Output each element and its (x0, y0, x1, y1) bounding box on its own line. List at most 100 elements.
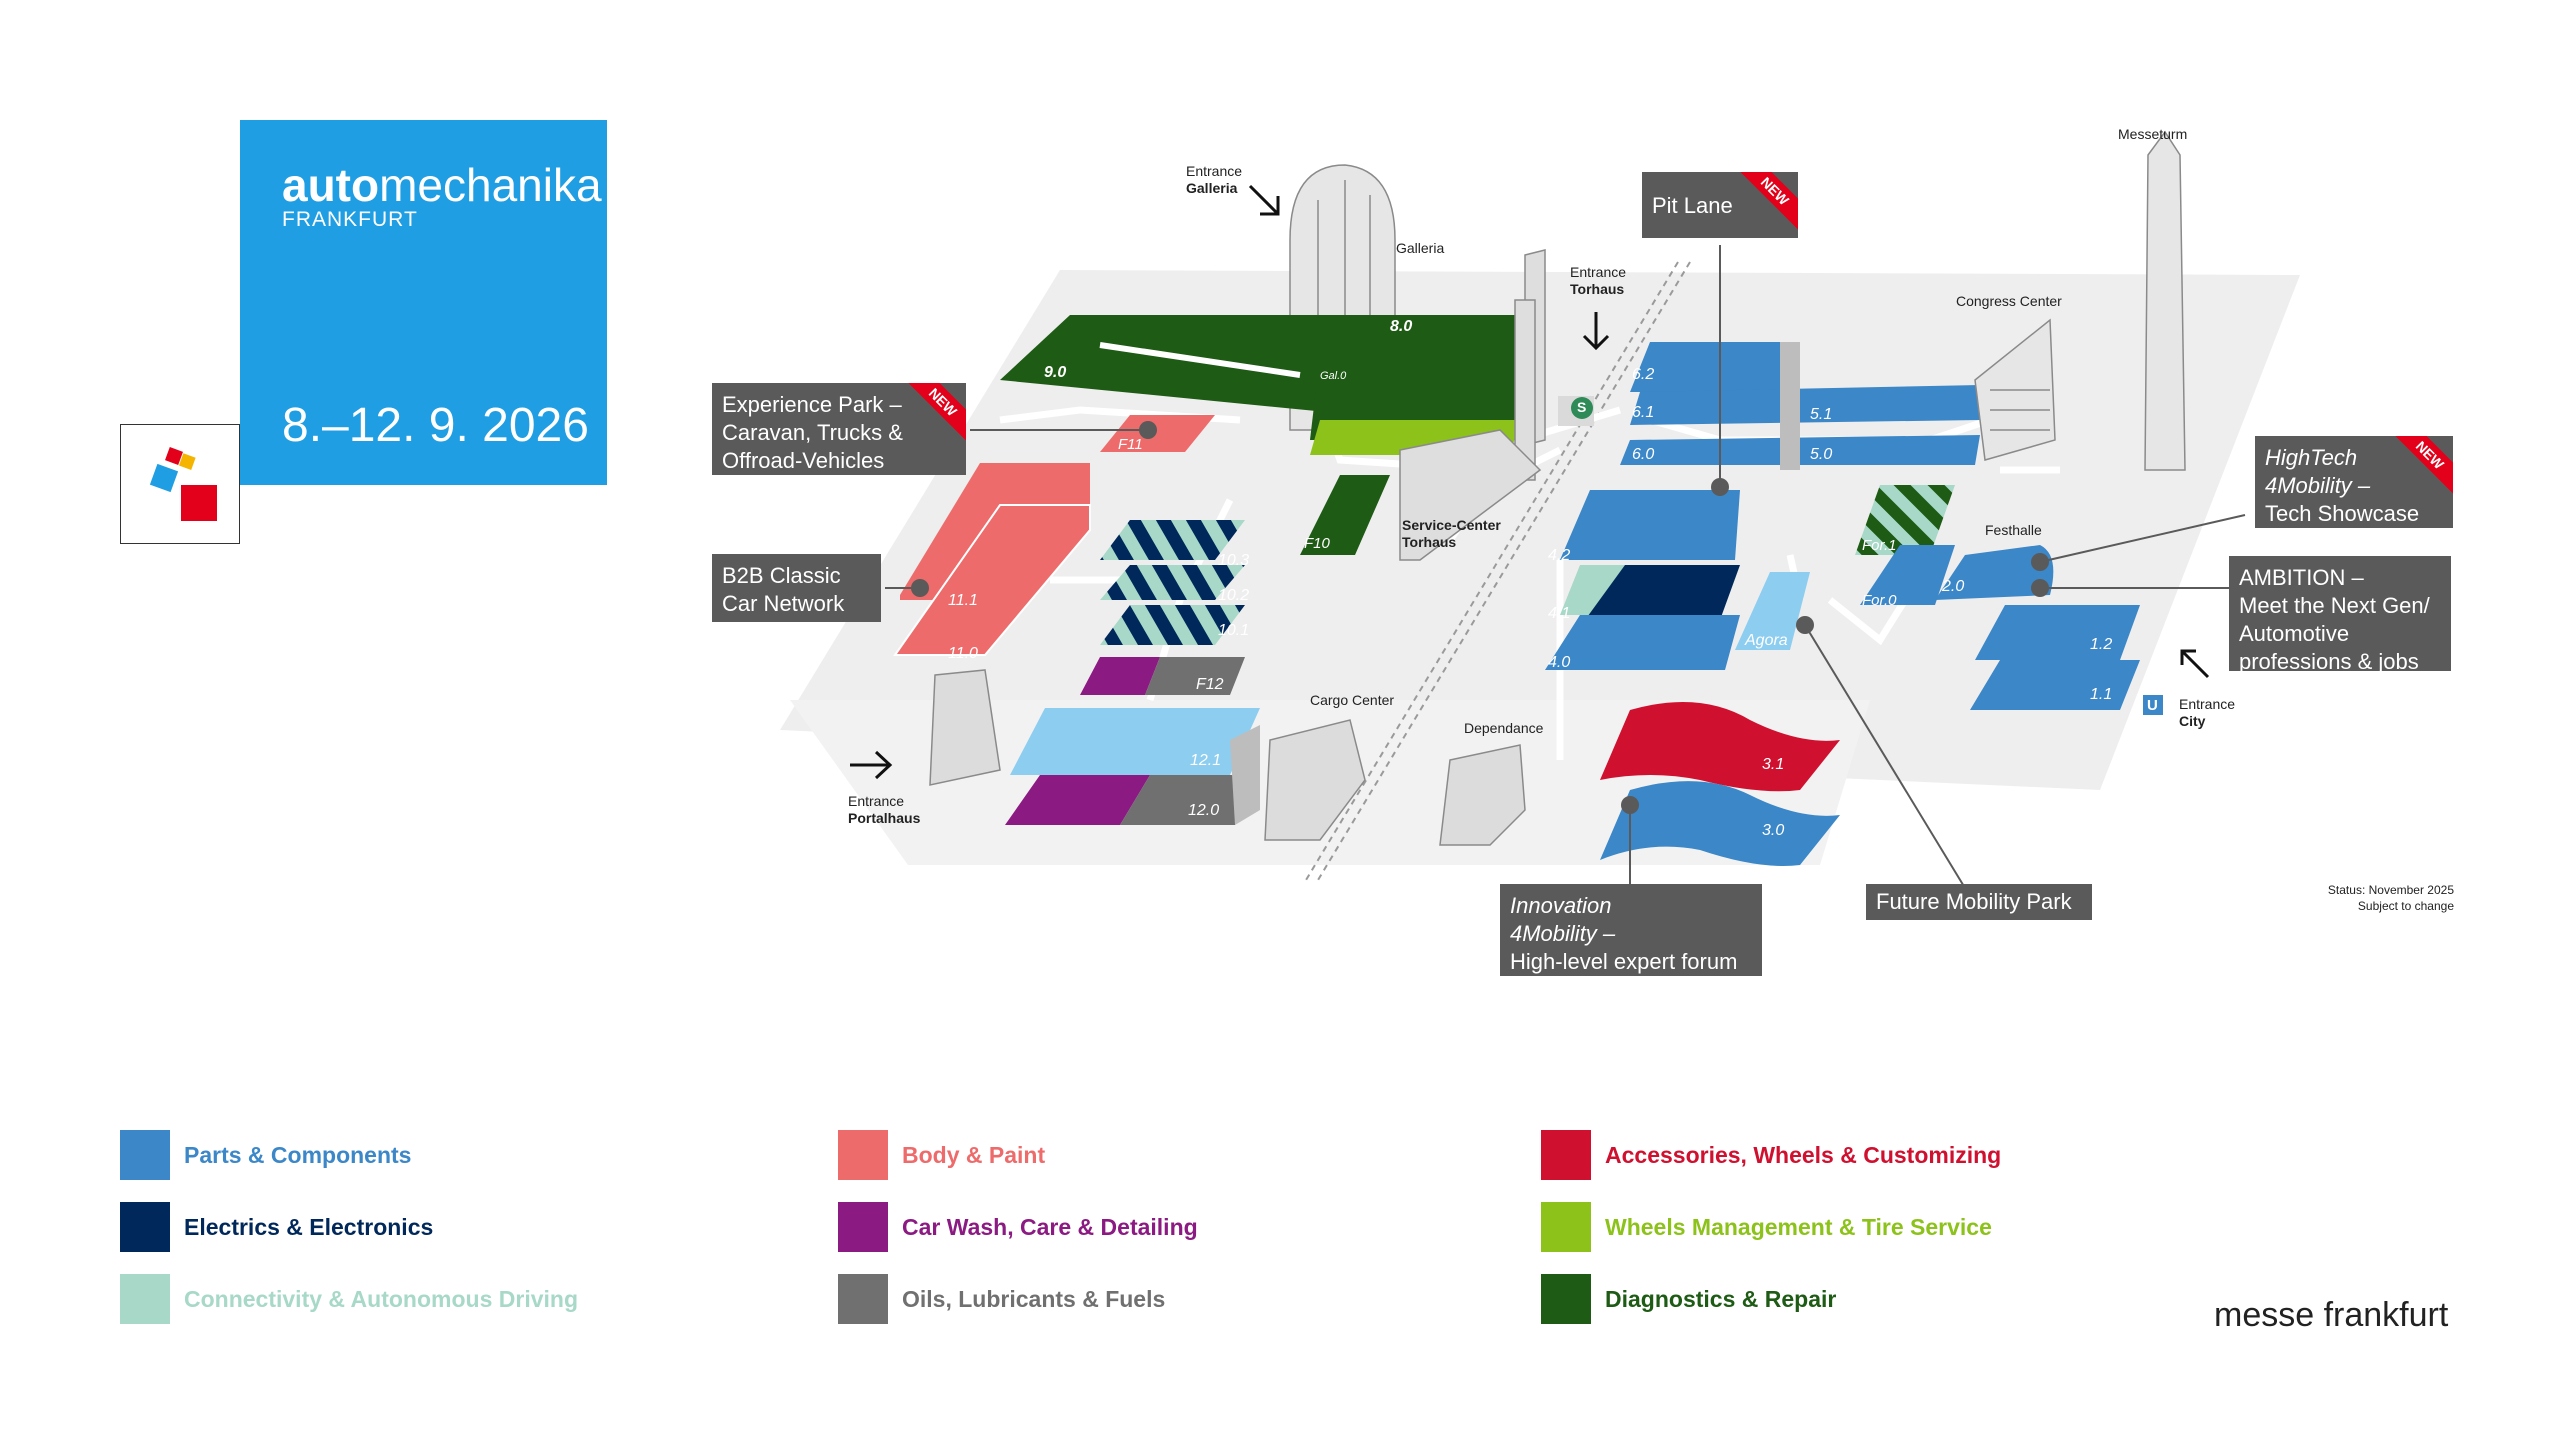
hall-3-0 (1600, 781, 1840, 866)
legend-label: Car Wash, Care & Detailing (902, 1214, 1198, 1240)
dependance-building (1439, 744, 1526, 846)
hall-label-11-1: 11.1 (948, 592, 978, 609)
hall-6-2 (1630, 342, 1800, 392)
brand-city: FRANKFURT (282, 208, 418, 231)
hall-10-3 (1100, 520, 1245, 560)
hall-label-6-1: 6.1 (1632, 404, 1655, 421)
hall-10-2 (1100, 565, 1245, 600)
hall-f10 (1300, 475, 1390, 555)
legend-label: Parts & Components (184, 1142, 412, 1168)
brand-logo-box: automechanika FRANKFURT 8.–12. 9. 2026 (240, 120, 607, 485)
hall-10-1 (1100, 605, 1245, 645)
hall-label-gal-0: Gal.0 (1320, 370, 1347, 382)
agora (1735, 572, 1810, 650)
legend-label: Diagnostics & Repair (1605, 1286, 1837, 1312)
entrance-arrows (850, 184, 2210, 780)
hall-label-f10: F10 (1304, 535, 1330, 552)
legend-swatch (838, 1202, 888, 1252)
hall-f11 (1100, 415, 1215, 452)
hall-label-3-0: 3.0 (1762, 822, 1785, 839)
label-messeturm: Messeturm (2118, 126, 2188, 142)
event-dates: 8.–12. 9. 2026 (282, 399, 589, 452)
callout-future-mobility: Future Mobility Park (1866, 884, 2092, 920)
logo-mark-icon (149, 447, 217, 521)
legend-swatch (1541, 1274, 1591, 1324)
cargo-center-building (1264, 719, 1366, 841)
label-dependance: Dependance (1464, 720, 1544, 736)
legend-swatch (1541, 1130, 1591, 1180)
hall-12-0-oils (1120, 775, 1260, 825)
hall-label-for-1: For.1 (1862, 537, 1897, 554)
sbahn-label: S (1577, 399, 1587, 415)
status-note: Status: November 2025 Subject to change (2327, 883, 2454, 913)
portalhaus-building (929, 669, 1001, 786)
hall-6-side (1780, 342, 1800, 470)
legend-label: Accessories, Wheels & Customizing (1605, 1142, 2002, 1168)
hall-label-11-0: 11.0 (948, 645, 978, 662)
hall-3-1 (1600, 702, 1840, 792)
hall-label-9-0: 9.0 (1044, 364, 1067, 381)
hall-label-4-2: 4.2 (1548, 547, 1571, 564)
new-badge: NEW (1735, 172, 1798, 231)
ubahn-label: U (2147, 697, 2158, 714)
hall-12-side (1230, 725, 1260, 825)
hall-label-f12: F12 (1196, 676, 1224, 693)
label-cargo-center: Cargo Center (1310, 692, 1395, 708)
hall-label-12-0: 12.0 (1188, 802, 1220, 819)
callout-pit-lane: Pit Lane NEW (1642, 172, 1798, 238)
brand-name: automechanika (282, 159, 602, 211)
hall-12-0-carwash (1005, 775, 1150, 825)
hall-1-1 (1970, 660, 2140, 710)
forum-0 (1860, 545, 1955, 605)
legend-label: Body & Paint (902, 1142, 1046, 1168)
ubahn-icon (2143, 695, 2163, 715)
legend-label: Connectivity & Autonomous Driving (184, 1286, 578, 1312)
hall-label-for-0: For.0 (1862, 592, 1897, 609)
callout-hightech: HighTech 4Mobility – Tech Showcase NEW (2255, 436, 2453, 528)
legend-label: Wheels Management & Tire Service (1605, 1214, 1992, 1240)
label-congress-center: Congress Center (1956, 293, 2062, 309)
arrow-galleria-icon (1248, 184, 1280, 216)
hall-4-1-connectivity (1560, 565, 1625, 615)
hall-label-3-1: 3.1 (1762, 756, 1785, 773)
hall-label-1-1: 1.1 (2090, 686, 2113, 703)
hall-label-4-0: 4.0 (1548, 654, 1571, 671)
hall-f12-carwash (1080, 657, 1160, 695)
callout-ambition: AMBITION – Meet the Next Gen/ Automotive… (2229, 556, 2451, 671)
hall-label-5-1: 5.1 (1810, 406, 1833, 423)
label-festhalle: Festhalle (1985, 522, 2042, 538)
legend-swatch (838, 1130, 888, 1180)
arrow-portalhaus-icon (850, 750, 893, 780)
legend-swatch (120, 1130, 170, 1180)
legend-swatch (1541, 1202, 1591, 1252)
hall-f12-oils (1145, 657, 1245, 695)
congress-center-building (1974, 318, 2056, 461)
legend-label: Oils, Lubricants & Fuels (902, 1286, 1166, 1312)
hall-label-2-0: 2.0 (1942, 578, 1965, 595)
legend-label: Electrics & Electronics (184, 1214, 434, 1240)
hall-label-4-1: 4.1 (1548, 605, 1571, 622)
hall-4-2 (1560, 490, 1740, 560)
hall-label-12-1: 12.1 (1190, 752, 1222, 769)
messe-frankfurt-wordmark: messe frankfurt (2214, 1296, 2449, 1334)
legend-swatch (120, 1274, 170, 1324)
legend-swatch (838, 1274, 888, 1324)
hall-label-6-2: 6.2 (1632, 366, 1655, 383)
hall-label-agora: Agora (1745, 632, 1788, 649)
hall-6-1-5-1 (1630, 385, 1980, 425)
hall-label-5-0: 5.0 (1810, 446, 1833, 463)
callout-b2b-classic: B2B Classic Car Network (712, 554, 881, 622)
callout-innovation: Innovation 4Mobility – High-level expert… (1500, 884, 1762, 976)
legend-swatch (120, 1202, 170, 1252)
hall-12-1 (1010, 708, 1260, 775)
messe-frankfurt-logo-mark (120, 424, 240, 544)
hall-label-10-3: 10.3 (1218, 552, 1250, 569)
hall-label-8-0: 8.0 (1390, 318, 1413, 335)
hall-label-f11: F11 (1118, 436, 1143, 453)
torhaus-building (1399, 249, 1546, 561)
